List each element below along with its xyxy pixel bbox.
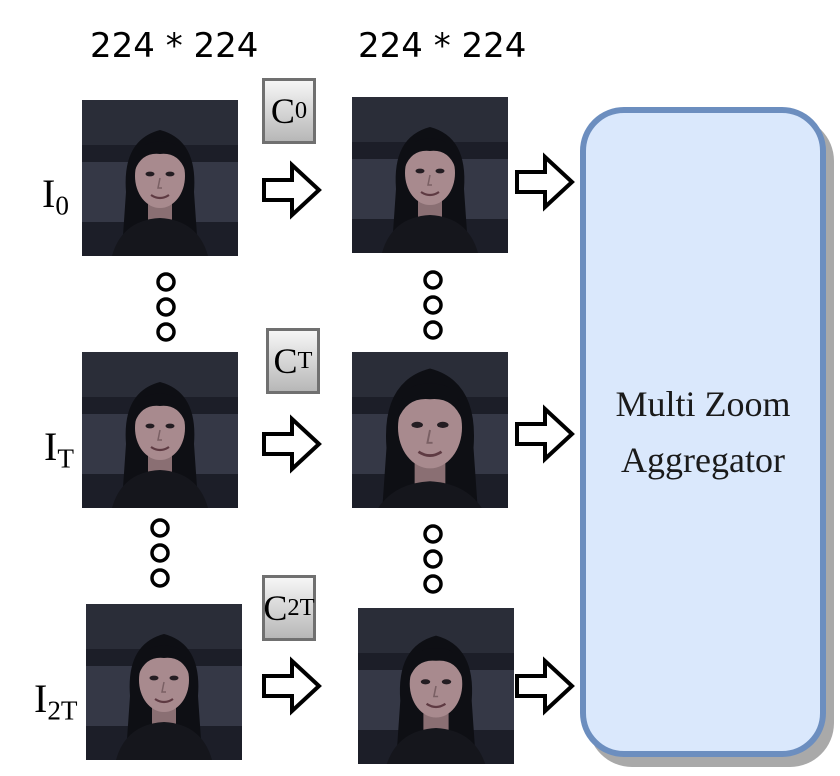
hollow-right-arrow-icon xyxy=(262,414,322,474)
input-face-photo-i2t xyxy=(86,604,242,760)
zoomed-face-photo-c0 xyxy=(352,97,508,253)
hollow-right-arrow-icon xyxy=(515,152,575,212)
input-face-photo-i0 xyxy=(82,100,238,256)
zoomed-face-photo-ct xyxy=(352,352,508,508)
vertical-ellipsis-icon xyxy=(156,272,176,342)
vertical-ellipsis-icon xyxy=(150,518,170,588)
aggregator-label: Multi Zoom Aggregator xyxy=(615,376,790,488)
hollow-right-arrow-icon xyxy=(262,160,322,220)
frame-label-i2t: I2T xyxy=(34,676,78,726)
vertical-ellipsis-icon xyxy=(423,270,443,340)
hollow-right-arrow-icon xyxy=(515,404,575,464)
vertical-ellipsis-icon xyxy=(423,524,443,594)
frame-label-i0: I0 xyxy=(42,171,69,221)
hollow-right-arrow-icon xyxy=(515,656,575,716)
hollow-right-arrow-icon xyxy=(262,656,322,716)
multi-zoom-aggregator-box: Multi Zoom Aggregator xyxy=(580,107,826,757)
aggregator-label-line2: Aggregator xyxy=(621,440,785,480)
frame-label-it: IT xyxy=(44,424,74,474)
input-size-label: 224 * 224 xyxy=(90,26,259,66)
aggregator-label-line1: Multi Zoom xyxy=(615,384,791,424)
input-face-photo-it xyxy=(82,352,238,508)
zoomed-face-photo-c2t xyxy=(358,608,514,764)
output-size-label: 224 * 224 xyxy=(358,26,527,66)
